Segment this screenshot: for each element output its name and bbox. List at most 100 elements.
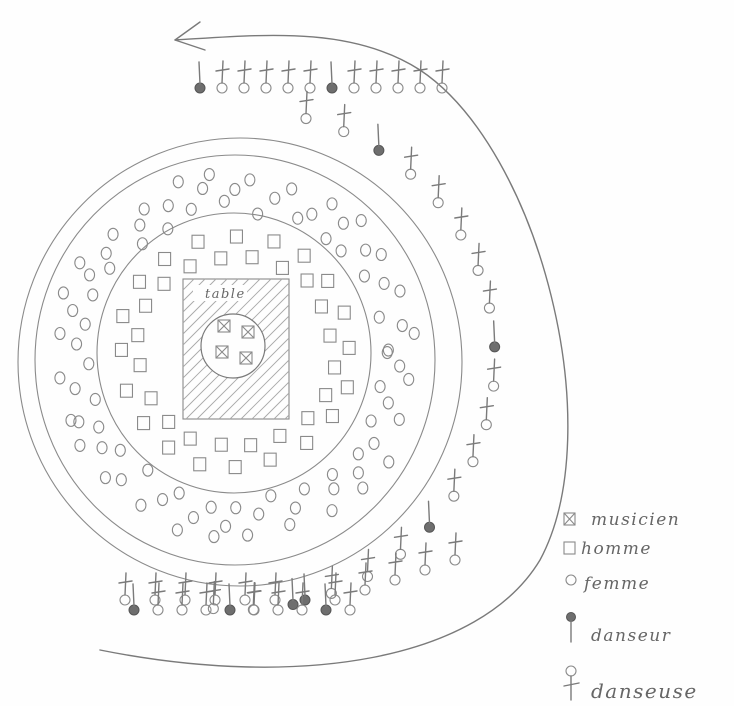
female-dancer-icon — [370, 61, 383, 93]
man-icon — [140, 299, 152, 312]
female-dancer-icon — [405, 147, 418, 179]
man-icon — [322, 274, 334, 287]
female-dancer-icon — [449, 533, 462, 565]
male-dancer-icon — [288, 579, 298, 610]
woman-icon — [143, 464, 153, 476]
legend-item-danseur: danseur — [567, 613, 672, 647]
man-icon — [343, 341, 355, 354]
woman-icon — [290, 502, 300, 514]
woman-icon — [136, 499, 146, 511]
woman-icon — [94, 421, 104, 433]
woman-icon — [359, 270, 369, 282]
female-dancer-icon — [272, 583, 285, 615]
woman-icon — [230, 183, 240, 195]
woman-icon — [287, 183, 297, 195]
woman-icon — [100, 472, 110, 484]
man-icon — [276, 261, 288, 274]
female-dancer-icon — [389, 553, 402, 585]
woman-icon — [404, 373, 414, 385]
woman-icon — [206, 501, 216, 513]
woman-icon — [90, 393, 100, 405]
man-icon — [163, 441, 175, 454]
female-dancer-icon — [152, 583, 165, 615]
woman-icon — [384, 456, 394, 468]
legend-label-homme: homme — [581, 539, 652, 559]
man-icon — [158, 277, 170, 290]
woman-icon — [68, 305, 78, 317]
woman-icon — [395, 285, 405, 297]
woman-icon — [266, 490, 276, 502]
woman-icon — [75, 257, 85, 269]
man-icon — [329, 361, 341, 374]
woman-icon — [204, 169, 214, 181]
male-dancer-icon — [490, 321, 500, 352]
woman-icon — [173, 176, 183, 188]
woman-icon — [394, 413, 404, 425]
woman-icon — [336, 245, 346, 257]
woman-icon — [85, 269, 95, 281]
female-dancer-icon — [432, 176, 445, 208]
man-icon — [215, 252, 227, 265]
female-dancer-icon — [282, 61, 295, 93]
woman-icon — [321, 233, 331, 245]
female-dancer-icon — [359, 563, 372, 595]
man-icon — [229, 461, 241, 474]
woman-icon — [383, 397, 393, 409]
woman-icon — [72, 338, 82, 350]
woman-icon — [135, 219, 145, 231]
woman-icon — [369, 437, 379, 449]
female-dancer-icon — [392, 61, 405, 93]
woman-icon — [375, 381, 385, 393]
man-icon — [192, 235, 204, 248]
man-icon — [274, 429, 286, 442]
female-dancer-icon — [200, 583, 213, 615]
woman-icon — [80, 318, 90, 330]
woman-icon — [108, 228, 118, 240]
woman-icon — [209, 531, 219, 543]
woman-icon — [327, 469, 337, 481]
female-dancer-icon — [119, 573, 132, 605]
woman-icon — [409, 327, 419, 339]
woman-icon — [293, 212, 303, 224]
arrowhead-icon — [175, 22, 205, 50]
female-dancer-icon — [488, 359, 501, 391]
female-dancer-icon — [216, 61, 229, 93]
legend-label-musicien: musicien — [591, 510, 680, 530]
woman-icon — [188, 512, 198, 524]
man-icon — [120, 384, 132, 397]
woman-icon — [243, 529, 253, 541]
female-dancer-icon — [207, 582, 220, 614]
female-dancer-icon — [329, 573, 342, 605]
man-icon — [564, 542, 575, 554]
female-dancer-icon — [239, 573, 252, 605]
female-dancer-icon — [176, 583, 189, 615]
male-dancer-icon — [425, 501, 435, 532]
woman-icon — [231, 502, 241, 514]
woman-icon — [198, 182, 208, 194]
woman-icon — [327, 198, 337, 210]
male-dancer-icon — [300, 574, 310, 605]
legend-item-femme: femme — [566, 574, 650, 594]
woman-icon — [84, 358, 94, 370]
female-dancer-icon — [455, 208, 468, 240]
woman-icon — [254, 508, 264, 520]
female-dancer-icon — [564, 666, 579, 700]
female-dancer-icon — [304, 61, 317, 93]
table-label: table — [205, 287, 246, 302]
man-icon — [194, 458, 206, 471]
man-icon — [134, 359, 146, 372]
female-dancer-icon — [419, 543, 432, 575]
man-icon — [215, 438, 227, 451]
woman-icon — [361, 244, 371, 256]
male-dancer-icon — [225, 584, 235, 615]
woman-icon — [88, 289, 98, 301]
man-icon — [163, 415, 175, 428]
female-dancer-icon — [338, 105, 351, 137]
woman-icon — [270, 192, 280, 204]
legend-item-danseuse: danseuse — [564, 666, 698, 703]
male-dancer-icon — [374, 124, 384, 155]
female-dancer-icon — [238, 61, 251, 93]
man-icon — [230, 230, 242, 243]
woman-icon — [566, 575, 576, 585]
